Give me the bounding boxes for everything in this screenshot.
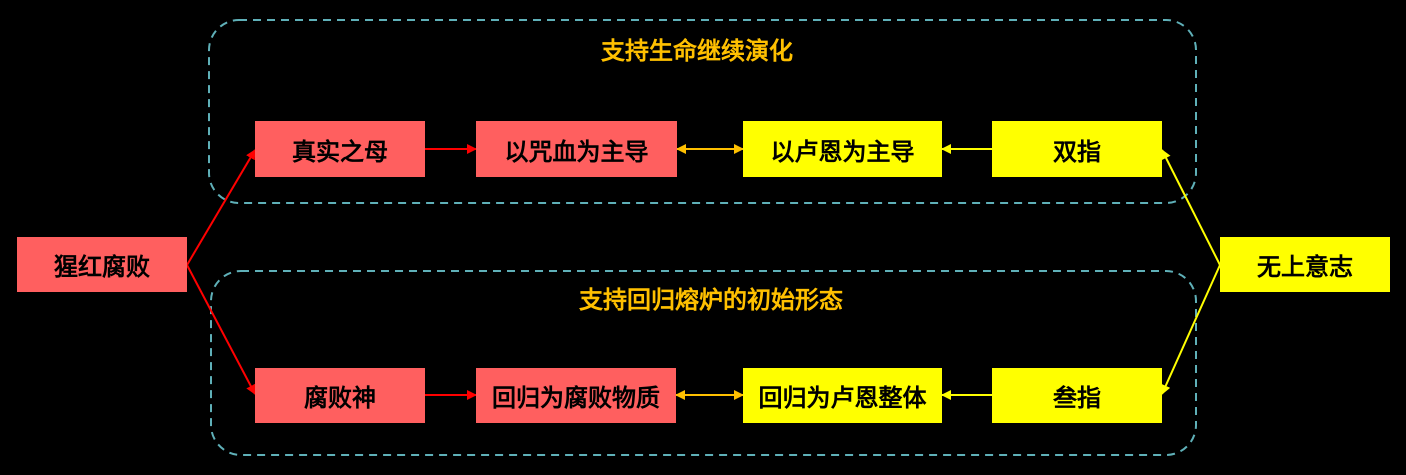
arrow-will-to-two [1161,149,1221,266]
node-greater-will: 无上意志 [1220,237,1390,292]
node-return-rune: 回归为卢恩整体 [743,368,942,423]
arrow-scarlet-to-rotgod [186,264,256,395]
node-return-rot: 回归为腐败物质 [476,368,676,423]
node-rune-led: 以卢恩为主导 [743,121,942,177]
group-bottom-title: 支持回归熔炉的初始形态 [579,286,843,314]
node-rot-god: 腐败神 [255,368,425,423]
arrow-will-to-three [1161,264,1221,395]
group-top-border [208,19,1197,204]
group-top-title: 支持生命继续演化 [601,37,793,65]
node-true-mother: 真实之母 [255,121,425,177]
node-scarlet-rot: 猩红腐败 [17,237,187,292]
node-two-fingers: 双指 [992,121,1162,177]
node-three-fingers: 叁指 [992,368,1162,423]
group-bottom-border [210,270,1197,456]
arrow-scarlet-to-mother [186,149,256,266]
node-blood-led: 以咒血为主导 [476,121,677,177]
